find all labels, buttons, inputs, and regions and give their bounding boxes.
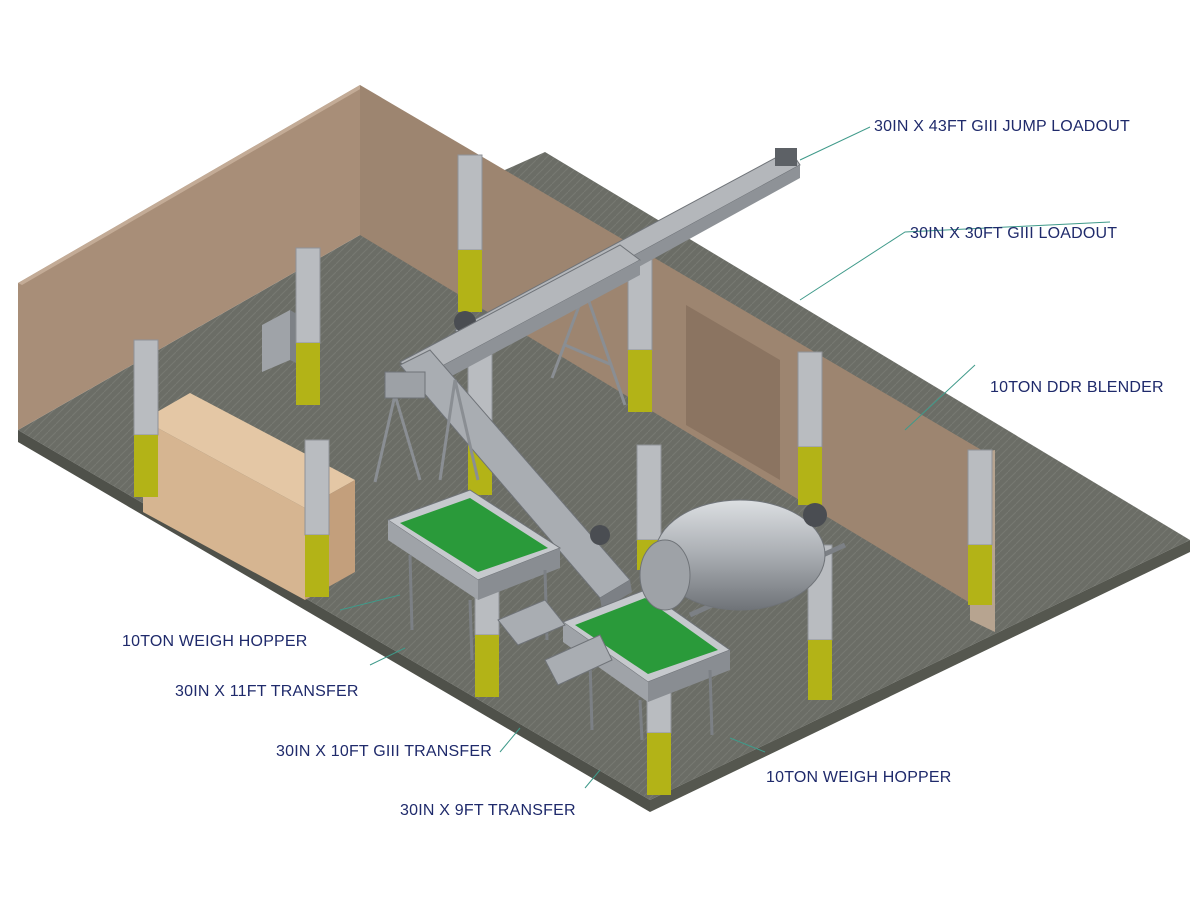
wall-door [686,305,780,480]
back-wall-left [18,85,362,430]
label-jump-loadout: 30IN X 43FT GIII JUMP LOADOUT [874,118,1130,135]
leader-transfer-9ft [584,769,601,789]
transfer-conveyor-9ft [544,634,613,686]
callout-labels: 30IN X 43FT GIII JUMP LOADOUT 30IN X 30F… [122,118,1164,819]
label-blender: 10TON DDR BLENDER [990,379,1164,396]
column [133,339,159,497]
leader-weigh-hopper-left [339,594,401,611]
transfer-conveyor-11ft [497,599,566,646]
label-loadout: 30IN X 30FT GIII LOADOUT [910,225,1117,242]
column [304,439,330,597]
leader-lines [339,126,1111,789]
column [295,247,321,405]
leader-jump-loadout [799,126,871,161]
transfer-conveyor-10ft [373,349,632,610]
leader-transfer-11ft [369,647,406,666]
leader-loadout [799,221,1111,301]
leader-blender [904,364,976,431]
ddr-blender [639,499,847,618]
column [457,154,483,312]
leader-transfer-10ft [499,727,521,753]
label-weigh-hopper-left: 10TON WEIGH HOPPER [122,633,308,650]
column [797,351,823,505]
weigh-hopper-left [386,489,562,661]
label-transfer-10ft: 30IN X 10FT GIII TRANSFER [276,743,492,760]
label-transfer-9ft: 30IN X 9FT TRANSFER [400,802,576,819]
label-transfer-11ft: 30IN X 11FT TRANSFER [175,683,359,700]
column [967,449,993,605]
leader-weigh-hopper-right [729,737,766,753]
label-weigh-hopper-right: 10TON WEIGH HOPPER [766,769,952,786]
